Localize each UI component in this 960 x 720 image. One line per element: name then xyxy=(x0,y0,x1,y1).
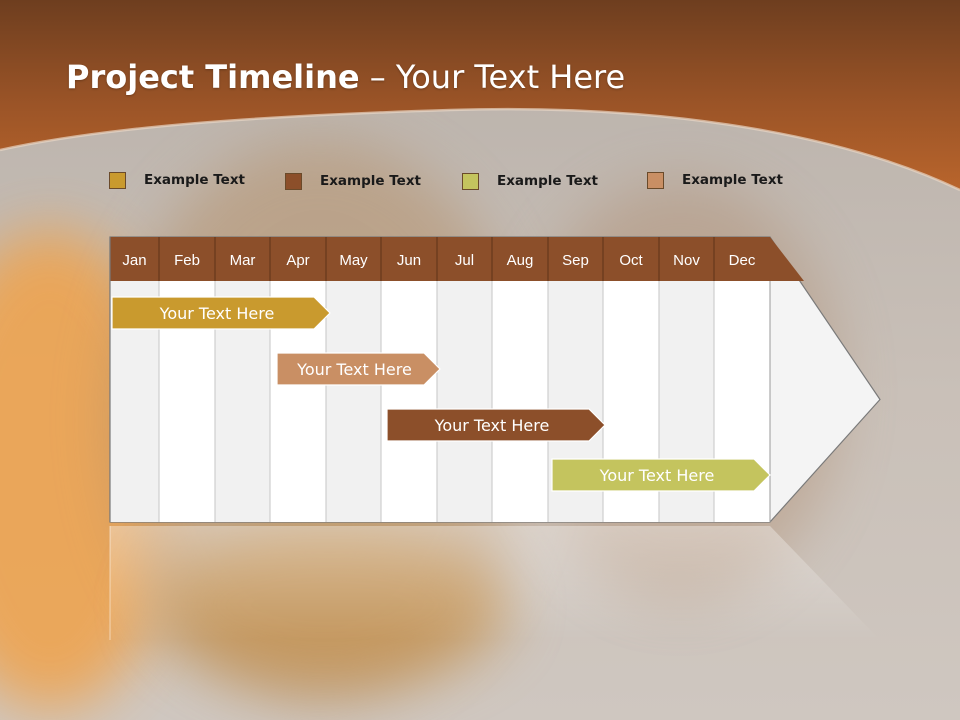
month-label-dec: Dec xyxy=(729,252,756,269)
page-title: Project Timeline – Your Text Here xyxy=(66,58,625,96)
task-label-4: Your Text Here xyxy=(599,466,715,485)
month-label-may: May xyxy=(339,252,368,269)
header-band xyxy=(0,0,960,192)
legend-swatch-4 xyxy=(647,171,664,189)
task-label-3: Your Text Here xyxy=(434,416,550,435)
month-column-jul xyxy=(437,281,492,522)
task-arrow-2 xyxy=(276,352,441,386)
month-column-may xyxy=(326,281,381,522)
legend-item-4: Example Text xyxy=(647,170,783,190)
month-label-sep: Sep xyxy=(562,252,589,269)
legend-label-2: Example Text xyxy=(320,173,421,189)
month-column-jun xyxy=(381,281,437,522)
month-label-jan: Jan xyxy=(122,252,146,269)
month-column-aug xyxy=(492,281,548,522)
title-bold: Project Timeline xyxy=(66,58,360,96)
legend-item-3: Example Text xyxy=(462,171,598,191)
task-label-1: Your Text Here xyxy=(159,304,275,323)
legend-label-3: Example Text xyxy=(497,173,598,189)
month-label-nov: Nov xyxy=(673,252,700,269)
month-label-jun: Jun xyxy=(397,252,421,269)
legend-swatch-3 xyxy=(462,172,479,190)
legend-label-1: Example Text xyxy=(144,172,245,188)
legend-item-1: Example Text xyxy=(109,170,245,190)
month-label-apr: Apr xyxy=(286,252,309,269)
title-rest: – Your Text Here xyxy=(359,58,626,96)
legend-label-4: Example Text xyxy=(682,172,783,188)
task-arrow-1 xyxy=(111,296,331,330)
task-label-2: Your Text Here xyxy=(296,360,412,379)
task-arrow-4 xyxy=(551,458,771,492)
month-label-mar: Mar xyxy=(230,252,256,269)
legend-swatch-2 xyxy=(285,172,302,190)
task-arrow-3 xyxy=(386,408,606,442)
month-label-oct: Oct xyxy=(619,252,643,269)
month-label-aug: Aug xyxy=(507,252,534,269)
month-label-feb: Feb xyxy=(174,252,200,269)
timeline-header-strip xyxy=(110,237,804,281)
legend-item-2: Example Text xyxy=(285,171,421,191)
timeline-reflection xyxy=(110,526,880,640)
month-label-jul: Jul xyxy=(455,252,474,269)
legend-swatch-1 xyxy=(109,171,126,189)
